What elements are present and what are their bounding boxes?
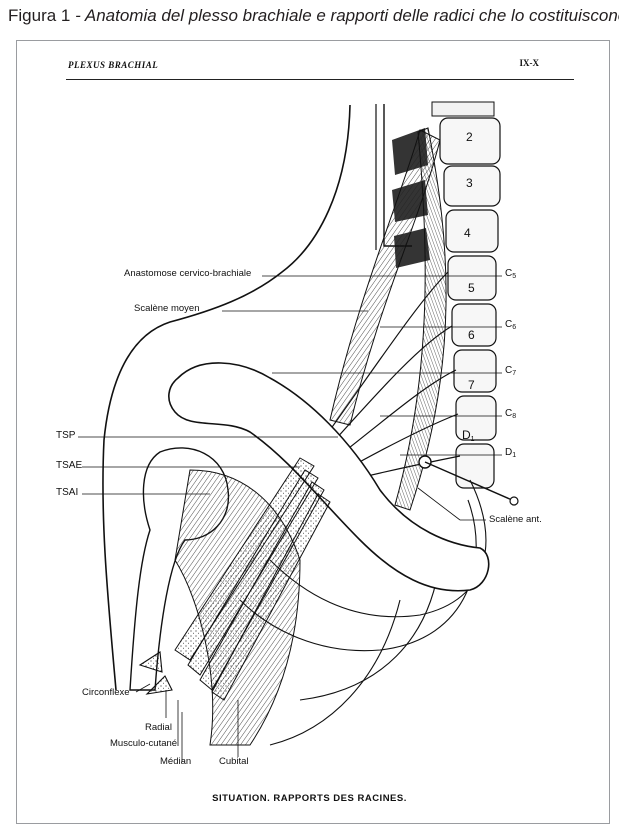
label-c5-sub: 5	[512, 273, 517, 280]
label-c8-sub: 8	[512, 413, 517, 420]
header-rule	[66, 79, 574, 80]
nerve-trunks	[174, 457, 331, 701]
clavicle-bone	[168, 362, 490, 592]
vertebra-d1-label: D1	[462, 428, 475, 443]
body-outline	[102, 104, 351, 691]
label-c8-letter: C	[505, 408, 513, 419]
label-c6-sub: 6	[512, 324, 517, 331]
plate-header: PLEXUS BRACHIAL	[68, 60, 159, 70]
scalene-anterior-muscle	[394, 127, 447, 511]
vertebra-5-label: 5	[468, 281, 475, 295]
vertebra-2-label: 2	[466, 130, 473, 144]
label-c8: C8	[505, 408, 516, 420]
label-c5-letter: C	[505, 268, 513, 279]
scalene-moyen-muscle	[329, 129, 441, 426]
nerve-arrows	[138, 651, 173, 695]
label-c7: C7	[505, 365, 516, 377]
vertebra-6-label: 6	[468, 328, 475, 342]
label-c7-letter: C	[505, 365, 513, 376]
label-circonflexe: Circonflexe	[82, 687, 130, 698]
label-radial: Radial	[145, 722, 172, 733]
label-c6: C6	[505, 319, 516, 331]
label-cubital: Cubital	[219, 756, 249, 767]
vertebra-7-label: 7	[468, 378, 475, 392]
label-c6-letter: C	[505, 319, 513, 330]
vertebra-d1-letter: D	[462, 428, 471, 442]
label-c5: C5	[505, 268, 516, 280]
plate-title: SITUATION. RAPPORTS DES RACINES.	[212, 793, 407, 804]
label-d1: D1	[505, 447, 516, 459]
vertebra-4-label: 4	[464, 226, 471, 240]
label-tsp: TSP	[56, 430, 76, 441]
caption-description: - Anatomia del plesso brachiale e rappor…	[70, 6, 619, 25]
label-c7-sub: 7	[512, 370, 517, 377]
vertebra-3-label: 3	[466, 176, 473, 190]
label-d1-letter: D	[505, 447, 513, 458]
label-tsai: TSAI	[56, 487, 79, 498]
label-scalene-moyen: Scalène moyen	[134, 303, 200, 314]
vertebra-d1-sub: 1	[470, 436, 475, 443]
caption-lead: Figura 1	[8, 6, 71, 25]
leader-lines	[78, 275, 502, 762]
label-anastomose: Anastomose cervico-brachiale	[124, 268, 252, 279]
label-median: Médian	[160, 756, 192, 767]
figure-caption: Figura 1 - Anatomia del plesso brachiale…	[8, 6, 619, 26]
label-musculo-cutane: Musculo-cutané	[110, 738, 178, 749]
label-scalene-ant: Scalène ant.	[489, 514, 542, 525]
label-d1-sub: 1	[512, 452, 517, 459]
plate-number: IX-X	[519, 58, 540, 68]
retractor-probe	[418, 455, 519, 506]
label-tsae: TSAE	[56, 460, 83, 471]
